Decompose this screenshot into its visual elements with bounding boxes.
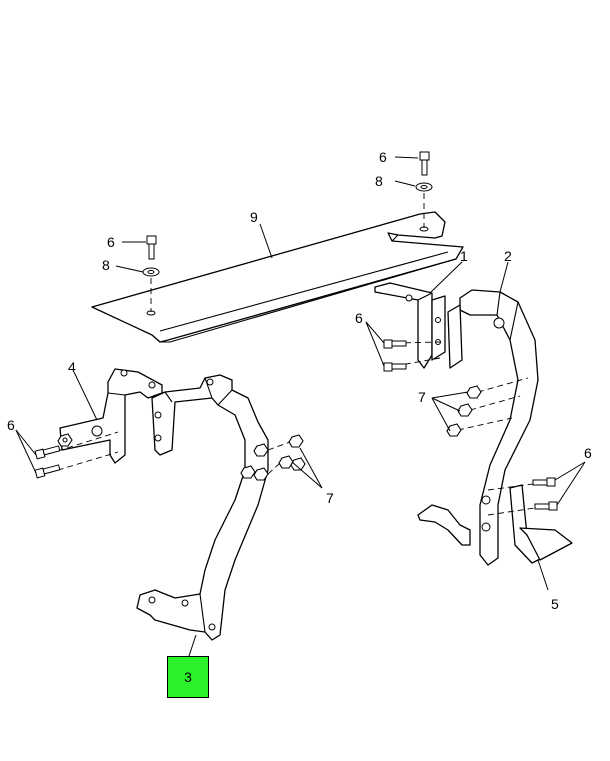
bolt-6-part-1-lower[interactable] bbox=[383, 362, 407, 372]
leader-lines bbox=[15, 156, 586, 657]
callout-3-label: 3 bbox=[184, 669, 192, 685]
callout-2[interactable]: 2 bbox=[504, 248, 512, 264]
callout-6-part-5[interactable]: 6 bbox=[584, 445, 592, 461]
nuts-7-part-3[interactable] bbox=[240, 434, 306, 481]
bolt-6-left-upper[interactable] bbox=[34, 445, 61, 460]
callout-8-top-right[interactable]: 8 bbox=[375, 173, 383, 189]
callout-6-top-right[interactable]: 6 bbox=[379, 149, 387, 165]
callout-8-plate-left[interactable]: 8 bbox=[102, 257, 110, 273]
callout-7-part-2[interactable]: 7 bbox=[418, 389, 426, 405]
part-5-bracket[interactable] bbox=[417, 484, 573, 564]
nuts-7-part-2[interactable] bbox=[446, 385, 482, 437]
bolt-6-part-1-upper[interactable] bbox=[383, 339, 407, 349]
callout-1[interactable]: 1 bbox=[460, 248, 468, 264]
bolt-6-part-5-upper[interactable] bbox=[532, 477, 556, 487]
bolt-6-left-lower[interactable] bbox=[34, 464, 61, 479]
callout-6-plate-left[interactable]: 6 bbox=[107, 234, 115, 250]
callout-9[interactable]: 9 bbox=[250, 209, 258, 225]
callout-5[interactable]: 5 bbox=[551, 596, 559, 612]
washer-8-plate-left[interactable] bbox=[142, 267, 160, 277]
bolt-6-plate-left[interactable] bbox=[146, 235, 157, 260]
part-9-plate[interactable] bbox=[91, 211, 464, 343]
bolt-6-part-5-lower[interactable] bbox=[534, 501, 558, 511]
callout-6-part-1[interactable]: 6 bbox=[355, 310, 363, 326]
callout-4[interactable]: 4 bbox=[68, 359, 76, 375]
part-4-bracket[interactable] bbox=[59, 368, 163, 464]
bolt-6-plate-right[interactable] bbox=[419, 151, 430, 176]
callout-7-part-3[interactable]: 7 bbox=[326, 490, 334, 506]
part-1-bracket[interactable] bbox=[374, 282, 446, 369]
callout-6-left[interactable]: 6 bbox=[7, 417, 15, 433]
washer-8-plate-right[interactable] bbox=[415, 182, 433, 192]
part-3-bracket[interactable] bbox=[136, 374, 269, 641]
part-2-bracket[interactable] bbox=[447, 289, 539, 566]
nut-7-left[interactable] bbox=[57, 433, 73, 447]
callout-3-highlight[interactable]: 3 bbox=[167, 656, 209, 698]
